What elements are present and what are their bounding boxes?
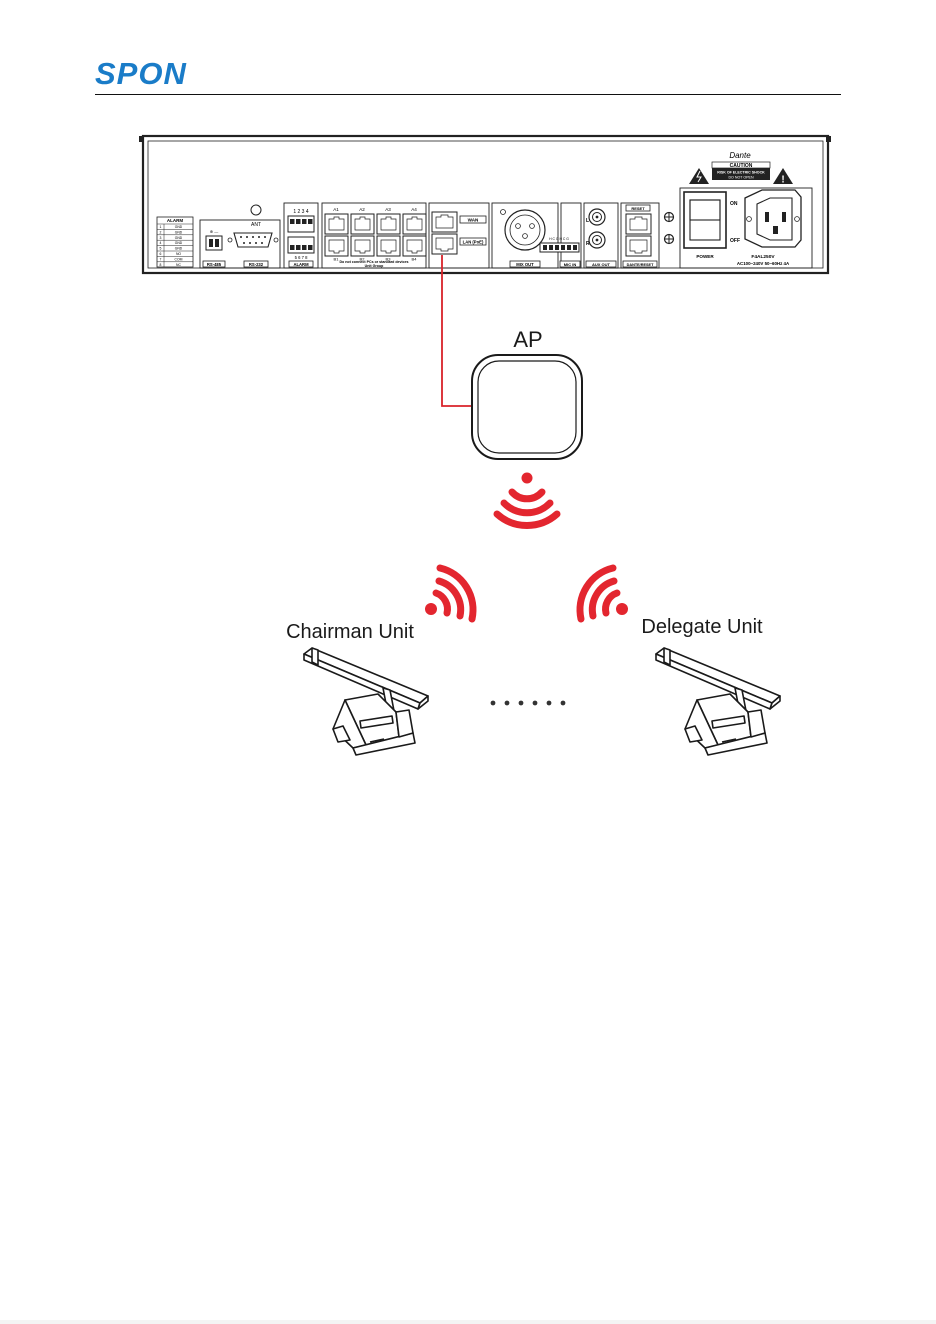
more-units-ellipsis <box>490 700 566 706</box>
access-point: AP <box>471 327 583 460</box>
alarm-row-2: GND <box>175 230 183 234</box>
caution-line-2: DO NOT OPEN <box>728 176 753 180</box>
ant-label: ANT <box>251 222 261 228</box>
svg-text:5: 5 <box>160 247 162 251</box>
mix-out-label: MIX OUT <box>516 262 534 267</box>
caution-title: CAUTION <box>730 163 753 169</box>
power-section: ON OFF POWER F4AL250V AC100~240V 50~60Hz… <box>679 187 813 269</box>
warning-text: Do not connect PCs or standard devices <box>339 260 408 264</box>
rs485-label: RS-485 <box>207 262 222 267</box>
off-label: OFF <box>730 238 740 244</box>
fuse-label: F4AL250V <box>751 254 775 260</box>
page-bottom-strip <box>0 1320 936 1324</box>
svg-text:2: 2 <box>160 230 162 234</box>
alarm-row-6: NO <box>176 252 181 256</box>
dante-reset-port: RESET DANTE/RESET <box>620 202 660 269</box>
delegate-signal-icon <box>576 564 628 623</box>
port-a4-label: A4 <box>411 207 417 212</box>
alarm-table-title: ALARM <box>167 218 183 223</box>
svg-text:7: 7 <box>160 257 162 261</box>
delegate-unit-device <box>655 647 781 756</box>
svg-text:6: 6 <box>160 252 162 256</box>
ground-screws <box>663 211 675 245</box>
svg-text:⊕ —: ⊕ — <box>210 229 218 234</box>
svg-text:4: 4 <box>160 241 162 245</box>
dante-logo-text: Dante <box>729 151 751 160</box>
alarm-table: ALARM 12 34 567 8 GND GND GND GND <box>156 216 194 268</box>
chairman-unit-label: Chairman Unit <box>286 621 414 643</box>
alarm-row-5: GND <box>175 247 183 251</box>
alarm-row-1: GND <box>175 225 183 229</box>
aux-out-label: AUX OUT <box>592 262 611 267</box>
power-label: POWER <box>696 254 714 259</box>
warning-text-2: Unit Group <box>365 264 385 268</box>
caution-warning-icon <box>773 168 793 184</box>
aux-l-label: L <box>586 218 589 224</box>
unit-ethernet-ports: A1 A2 A3 A4 B1 B2 B3 <box>321 202 427 269</box>
port-a2-label: A2 <box>359 207 365 212</box>
port-a1-label: A1 <box>333 207 339 212</box>
chairman-signal-icon <box>425 564 477 623</box>
logo-text: SPON <box>95 58 187 88</box>
alarm-bottom-numbers: 5 6 7 8 <box>295 255 308 260</box>
svg-text:1: 1 <box>160 225 162 229</box>
aux-r-label: R <box>586 241 590 247</box>
lan-label: LAN (PoE) <box>463 240 484 245</box>
alarm-top-numbers: 1 2 3 4 <box>293 209 309 215</box>
dante-caution-area: Dante CAUTION RISK OF ELECTRIC SHOCK DO … <box>689 151 793 186</box>
wan-label: WAN <box>468 218 479 223</box>
port-b1-label: B1 <box>334 257 340 262</box>
alarm-row-7: COM <box>175 257 183 261</box>
reset-label: RESET <box>631 206 645 211</box>
on-label: ON <box>730 201 738 207</box>
alarm-row-4: GND <box>175 241 183 245</box>
svg-text:!: ! <box>781 175 784 186</box>
dante-reset-label: DANTE/RESET <box>627 263 654 267</box>
chairman-unit-device <box>303 647 429 756</box>
ap-signal-icon <box>493 472 561 529</box>
shock-warning-icon <box>689 168 709 184</box>
aux-out-port: L R AUX OUT <box>583 202 619 269</box>
svg-text:H C G H C G: H C G H C G <box>549 237 569 241</box>
rs232-label: RS-232 <box>249 262 264 267</box>
mic-in-port: H C G H C G MIC IN <box>539 202 582 269</box>
voltage-label: AC100~240V 50~60Hz 4A <box>737 261 790 266</box>
port-a3-label: A3 <box>385 207 391 212</box>
alarm-terminals: 1 2 3 4 5 6 7 8 ALARM <box>283 202 319 269</box>
delegate-unit-label: Delegate Unit <box>641 616 763 638</box>
wan-lan-ports: WAN LAN (PoE) <box>428 202 490 269</box>
svg-text:8: 8 <box>160 263 162 267</box>
mix-out-port: MIX OUT <box>491 202 559 269</box>
ethernet-cable <box>441 255 476 407</box>
alarm-row-8: NC <box>176 263 181 267</box>
alarm-row-3: GND <box>175 236 183 240</box>
port-b2-label: B2 <box>360 257 366 262</box>
caution-line-1: RISK OF ELECTRIC SHOCK <box>717 171 765 175</box>
mic-in-label: MIC IN <box>564 262 577 267</box>
device-rear-panel: ALARM 12 34 567 8 GND GND GND GND <box>139 134 831 275</box>
ap-label: AP <box>513 327 542 352</box>
serial-ports: ANT ⊕ — RS-485 RS-232 <box>199 204 281 269</box>
spon-logo: SPON <box>95 58 187 88</box>
header-divider <box>95 94 841 95</box>
port-b3-label: B3 <box>386 257 392 262</box>
svg-text:3: 3 <box>160 236 162 240</box>
port-b4-label: B4 <box>412 257 418 262</box>
alarm-port-label: ALARM <box>293 262 309 267</box>
